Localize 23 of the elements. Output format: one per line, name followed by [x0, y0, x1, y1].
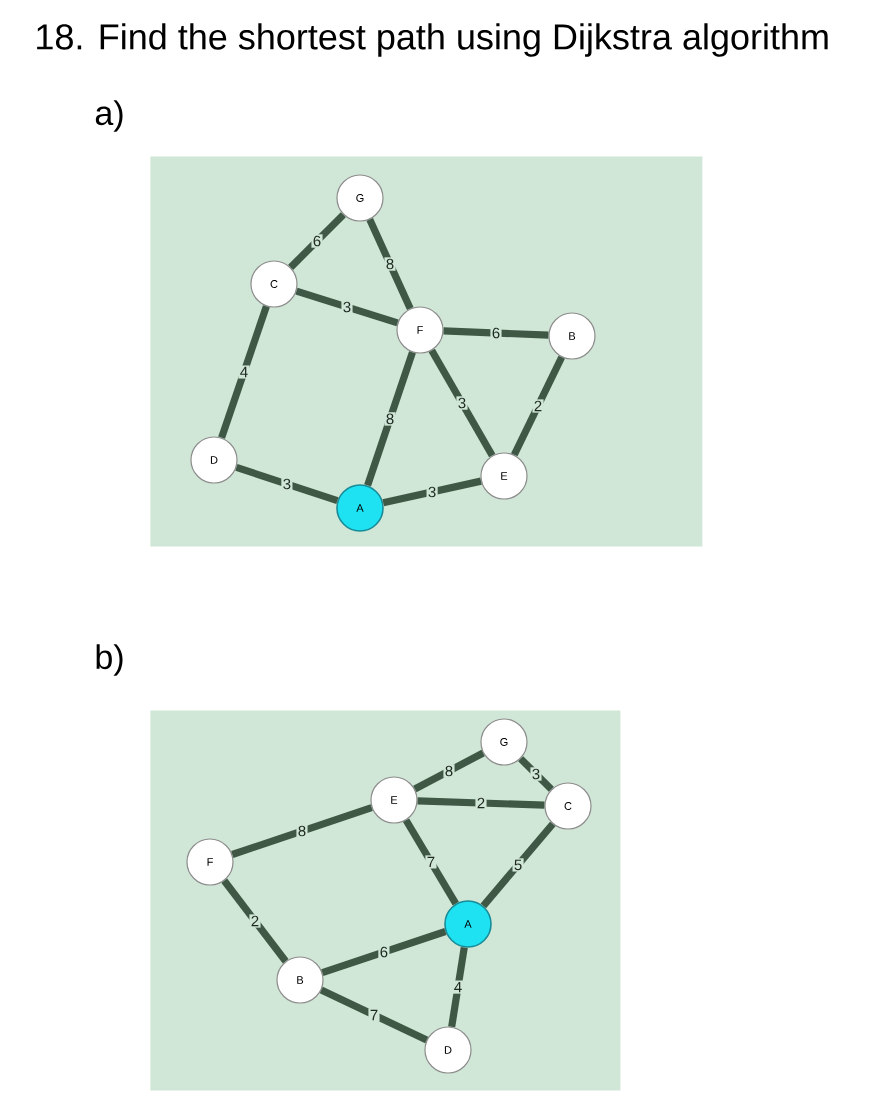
- edge-line: [364, 351, 416, 487]
- edge-line: [295, 287, 399, 327]
- edge-line: [448, 946, 468, 1028]
- question-title: 18. Find the shortest path using Dijkstra algorithm: [37, 23, 828, 57]
- edge-line: [413, 749, 485, 793]
- edge-line: [428, 348, 496, 458]
- edge-line: [288, 212, 346, 270]
- edge-line: [403, 818, 459, 906]
- edge-line: [218, 305, 270, 439]
- edge-line: [319, 986, 429, 1044]
- edge-line: [382, 477, 482, 507]
- edge-line: [480, 821, 556, 909]
- edge-line: [235, 463, 339, 504]
- part-label: b): [96, 644, 123, 676]
- edge-line: [221, 878, 289, 964]
- edge-line: [366, 218, 414, 311]
- edge-line: [321, 928, 447, 976]
- edge-line: [231, 804, 373, 858]
- part-label: a): [95, 100, 123, 132]
- edge-line: [518, 756, 554, 792]
- edge-line: [511, 355, 565, 457]
- edge-line: [443, 327, 549, 339]
- edge-line: [417, 797, 545, 809]
